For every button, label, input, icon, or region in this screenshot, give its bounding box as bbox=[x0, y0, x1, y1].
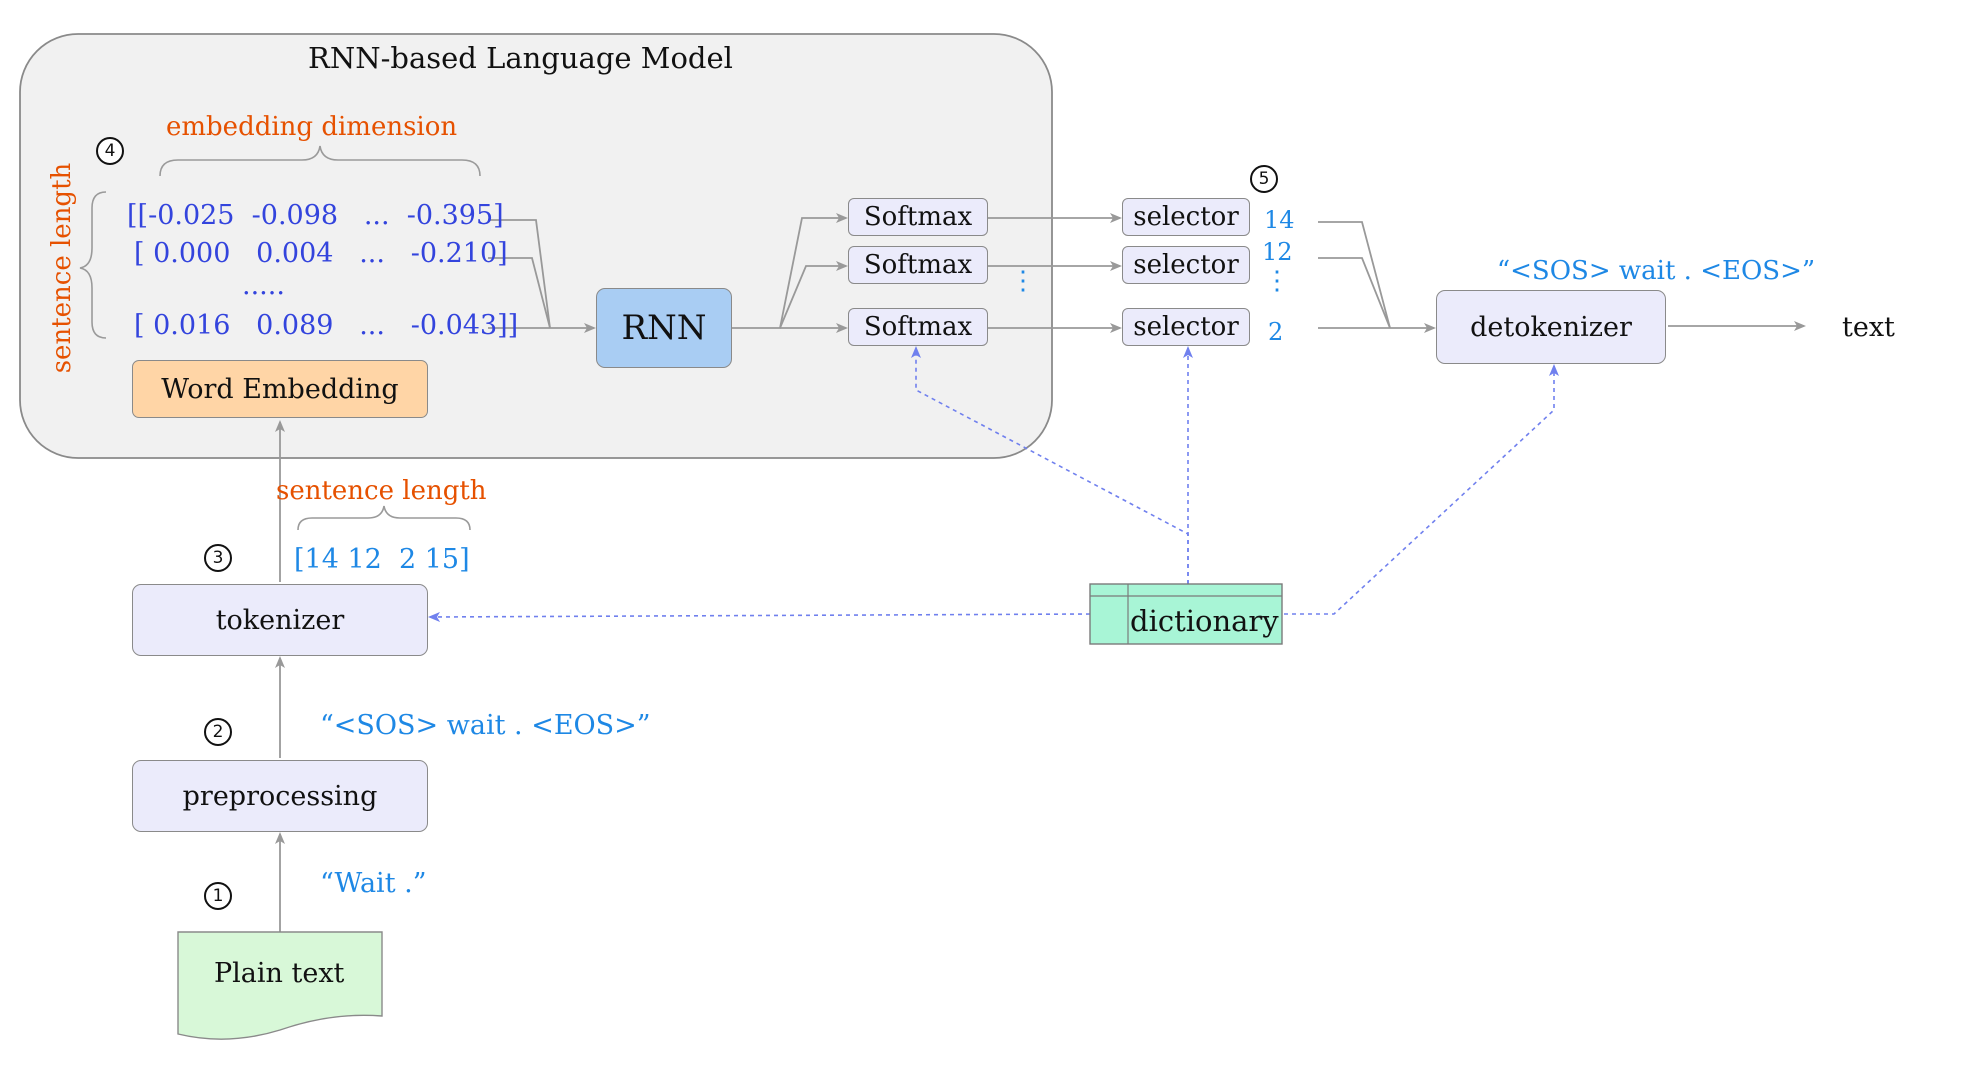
step-marker-3: 3 bbox=[204, 544, 232, 572]
matrix-row-2: [ 0.000 0.004 ... -0.210] bbox=[134, 238, 508, 269]
step-marker-2: 2 bbox=[204, 718, 232, 746]
embedding-dimension-brace bbox=[159, 145, 481, 177]
selector-block-3: selector bbox=[1122, 308, 1250, 346]
sentence-length-label: sentence length bbox=[276, 476, 487, 506]
softmax-block-2: Softmax bbox=[848, 246, 988, 284]
output-text-label: text bbox=[1842, 312, 1895, 343]
detokenizer-block: detokenizer bbox=[1436, 290, 1666, 364]
matrix-ellipsis-row: ..... bbox=[242, 270, 285, 301]
ids-vertical-dots: ⋮ bbox=[1264, 266, 1290, 296]
plain-text-document bbox=[177, 931, 383, 1040]
step-marker-5: 5 bbox=[1250, 165, 1278, 193]
dictionary-table bbox=[1089, 583, 1283, 645]
tokenizer-block: tokenizer bbox=[132, 584, 428, 656]
preprocessing-block: preprocessing bbox=[132, 760, 428, 832]
output-id-1: 14 bbox=[1264, 206, 1295, 234]
softmax-block-1: Softmax bbox=[848, 198, 988, 236]
plain-text-label: Plain text bbox=[214, 958, 345, 989]
selector-block-1: selector bbox=[1122, 198, 1250, 236]
softmax-block-3: Softmax bbox=[848, 308, 988, 346]
sentence-length-vertical-brace bbox=[79, 191, 107, 339]
rnn-block: RNN bbox=[596, 288, 732, 368]
matrix-row-3: [ 0.016 0.089 ... -0.043]] bbox=[134, 310, 519, 341]
word-embedding-block: Word Embedding bbox=[132, 360, 428, 418]
raw-string: “Wait .” bbox=[320, 868, 427, 899]
preprocessed-string: “<SOS> wait . <EOS>” bbox=[320, 710, 651, 741]
step-marker-1: 1 bbox=[204, 882, 232, 910]
dictionary-label: dictionary bbox=[1130, 604, 1279, 638]
output-id-3: 2 bbox=[1268, 318, 1284, 346]
matrix-row-1: [[-0.025 -0.098 ... -0.395] bbox=[127, 200, 504, 231]
softmax-vertical-dots: ⋮ bbox=[1010, 266, 1036, 296]
step-marker-4: 4 bbox=[96, 137, 124, 165]
lm-title: RNN-based Language Model bbox=[308, 41, 733, 75]
sentence-length-vertical-label: sentence length bbox=[47, 162, 77, 374]
language-model-container bbox=[19, 33, 1053, 459]
output-string: “<SOS> wait . <EOS>” bbox=[1496, 256, 1816, 286]
selector-block-2: selector bbox=[1122, 246, 1250, 284]
embedding-dimension-label: embedding dimension bbox=[166, 112, 458, 142]
sentence-length-brace bbox=[297, 505, 471, 531]
token-ids: [14 12 2 15] bbox=[294, 544, 470, 575]
output-id-2: 12 bbox=[1262, 238, 1293, 266]
